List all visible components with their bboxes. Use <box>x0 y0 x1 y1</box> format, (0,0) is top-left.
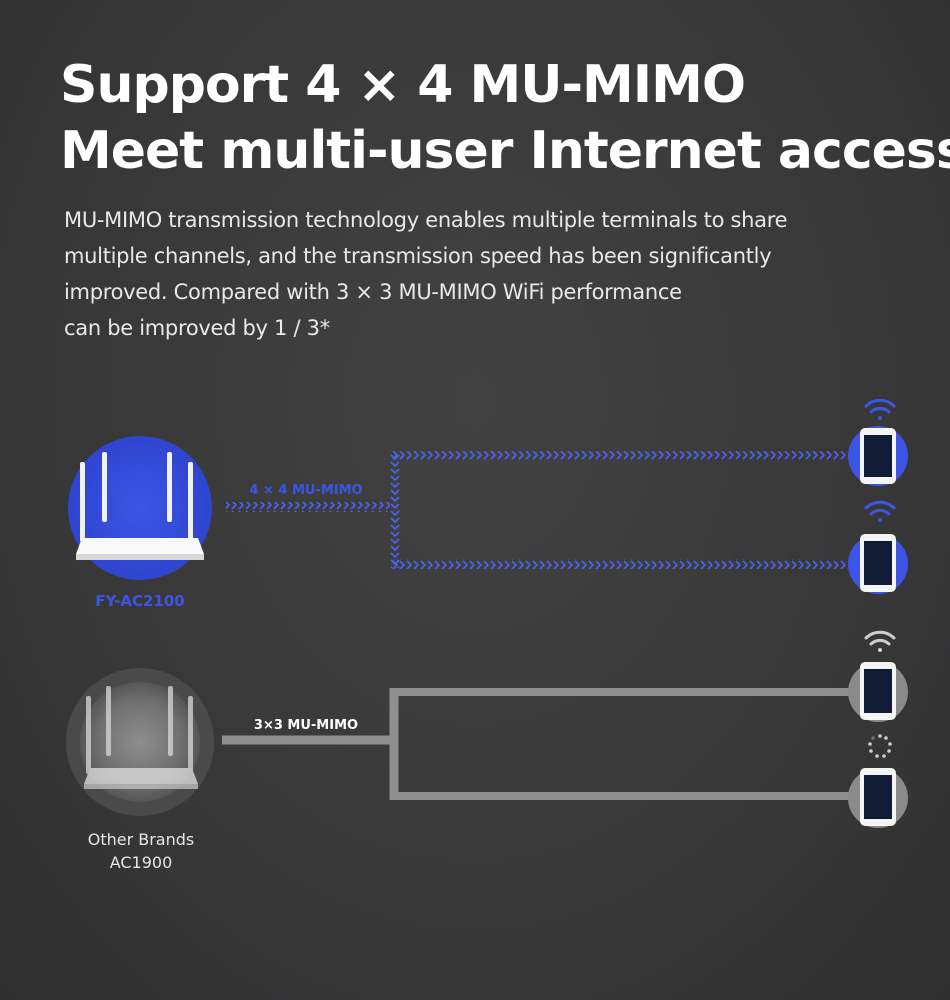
description-line-1: MU-MIMO transmission technology enables … <box>64 208 788 232</box>
top-splitter <box>390 452 400 568</box>
top-device-2 <box>848 500 908 594</box>
description-line-4: can be improved by 1 / 3* <box>64 316 330 340</box>
headline: Support 4 × 4 MU-MIMO Meet multi-user In… <box>60 52 950 184</box>
mimo-comparison-diagram: FY-AC2100 4 × 4 MU-MIMO <box>66 398 908 872</box>
top-section: FY-AC2100 4 × 4 MU-MIMO <box>68 398 908 610</box>
bottom-device-1 <box>848 630 908 722</box>
bottom-device-2 <box>848 768 908 828</box>
headline-line-2: Meet multi-user Internet access <box>60 121 950 181</box>
description: MU-MIMO transmission technology enables … <box>64 202 884 346</box>
phone-icon <box>860 534 896 592</box>
description-line-3: improved. Compared with 3 × 3 MU-MIMO Wi… <box>64 280 682 304</box>
loading-spinner-icon <box>868 734 892 758</box>
wifi-icon <box>864 398 896 420</box>
description-line-2: multiple channels, and the transmission … <box>64 244 772 268</box>
phone-icon <box>860 768 896 826</box>
bottom-router-icon <box>84 686 198 789</box>
phone-icon <box>860 428 896 484</box>
top-main-link <box>226 502 390 512</box>
top-branch-2 <box>392 559 848 569</box>
bottom-router-name-line-1: Other Brands <box>88 830 195 849</box>
phone-icon <box>860 662 896 720</box>
wifi-icon <box>864 500 896 522</box>
top-branch-1 <box>392 451 848 461</box>
bottom-router-name-line-2: AC1900 <box>110 853 173 872</box>
bottom-section: Other Brands AC1900 3×3 MU-MIMO <box>66 630 908 872</box>
top-link-label: 4 × 4 MU-MIMO <box>249 483 362 498</box>
headline-line-1: Support 4 × 4 MU-MIMO <box>60 55 746 115</box>
wifi-icon <box>864 630 896 652</box>
top-device-1 <box>848 398 908 486</box>
bottom-link-label: 3×3 MU-MIMO <box>254 718 358 733</box>
top-router-name: FY-AC2100 <box>95 592 185 610</box>
top-router-icon <box>76 452 204 560</box>
